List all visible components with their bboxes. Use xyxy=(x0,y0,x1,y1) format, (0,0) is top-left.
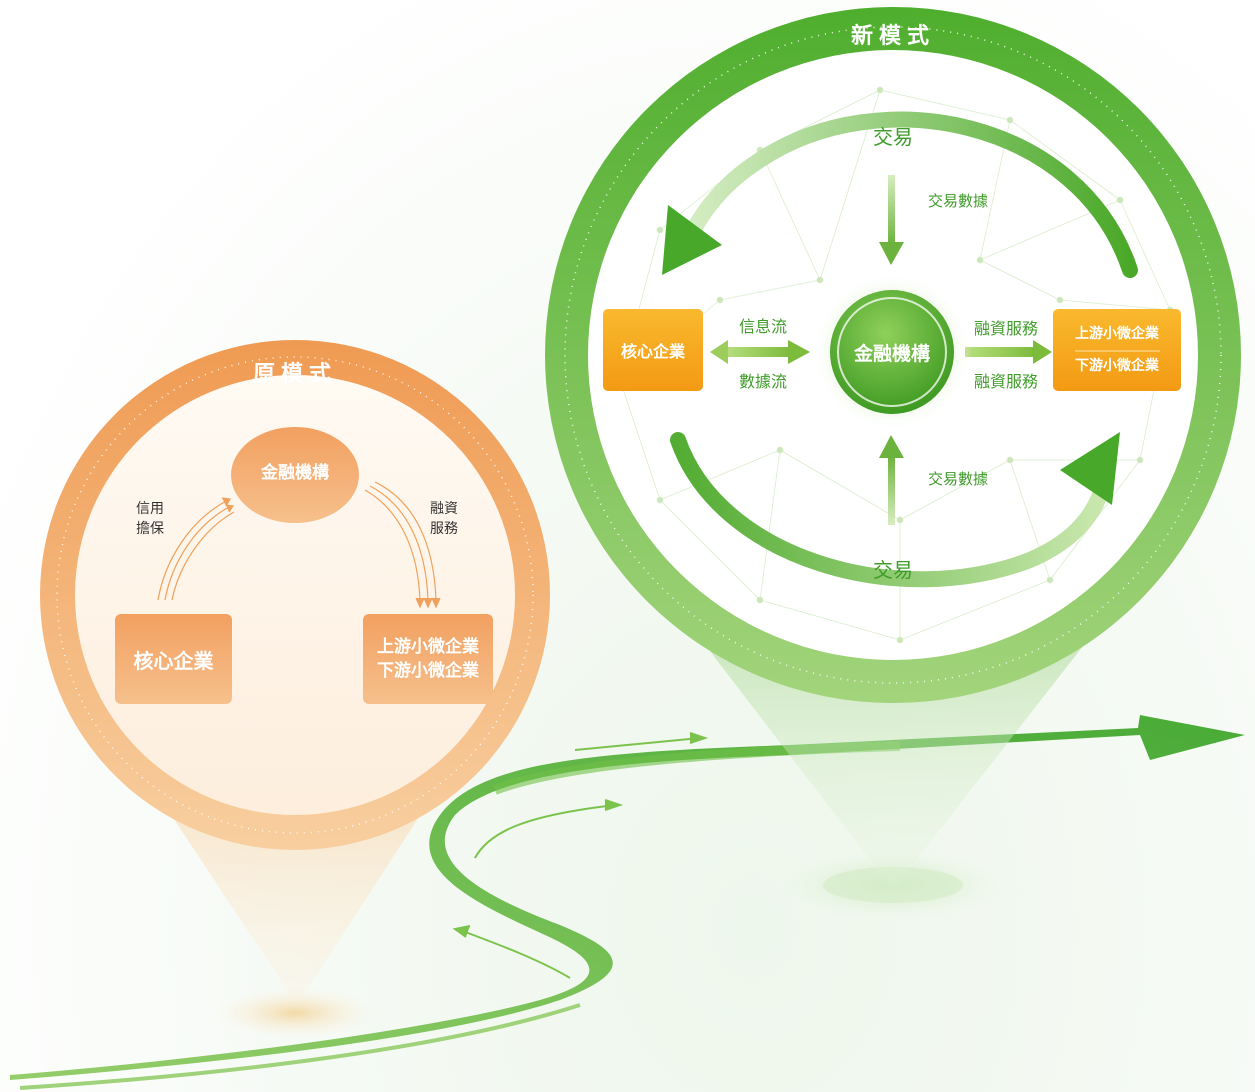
old-finance-label: 融資 服務 xyxy=(414,496,474,542)
new-core-box-shape xyxy=(603,309,703,391)
old-pin-shadow xyxy=(215,988,375,1038)
trade-bottom-label: 交易 xyxy=(873,557,913,582)
new-ring-dots xyxy=(564,26,1222,684)
arrow-info-data-flow xyxy=(710,340,810,364)
cycle-arrow-bottom xyxy=(670,432,1120,588)
new-sme-box-shape xyxy=(1053,309,1181,391)
old-core-box-shape xyxy=(115,614,232,704)
data-flow-label: 數據流 xyxy=(738,372,787,391)
old-finance-line2: 服務 xyxy=(430,521,458,537)
trade-data-bottom-label: 交易數據 xyxy=(927,469,988,488)
old-credit-arrows xyxy=(157,497,235,601)
cycle-arrow-top xyxy=(662,111,1138,278)
old-core-box: 核心企業 xyxy=(133,648,214,673)
arrow-trade-data-bottom xyxy=(879,435,904,525)
old-credit-line1: 信用 xyxy=(136,501,164,517)
old-center-node-shape xyxy=(231,427,359,523)
road-arrows xyxy=(452,732,709,979)
arrow-finance-service xyxy=(965,340,1052,364)
old-sme-box-shape xyxy=(363,614,493,704)
old-center-node: 金融機構 xyxy=(261,462,329,483)
old-finance-arrows xyxy=(364,481,441,609)
new-sme-upstream: 上游小微企業 xyxy=(1075,326,1159,342)
info-flow-label: 信息流 xyxy=(738,317,787,336)
new-model-title: 新模式 xyxy=(850,24,935,49)
new-sme-downstream: 下游小微企業 xyxy=(1075,358,1159,374)
new-sme-box: 上游小微企業 下游小微企業 xyxy=(1053,309,1181,391)
arrow-trade-data-top xyxy=(879,175,904,265)
old-sme-downstream: 下游小微企業 xyxy=(377,661,479,681)
old-credit-label: 信用 擔保 xyxy=(120,496,180,542)
old-sme-upstream: 上游小微企業 xyxy=(377,637,479,657)
old-ring-dots xyxy=(56,356,534,834)
trade-top-label: 交易 xyxy=(873,124,913,149)
old-pin-inner xyxy=(75,375,515,815)
old-model-title: 原模式 xyxy=(252,362,337,387)
old-sme-box: 上游小微企業 下游小微企業 xyxy=(363,614,493,704)
trade-data-top-label: 交易數據 xyxy=(927,191,988,210)
finance-service-bottom-label: 融資服務 xyxy=(973,372,1038,391)
finance-service-top-label: 融資服務 xyxy=(973,319,1038,338)
new-core-box: 核心企業 xyxy=(620,342,685,361)
old-credit-line2: 擔保 xyxy=(136,521,164,537)
old-finance-line1: 融資 xyxy=(430,501,458,517)
new-center-node: 金融機構 xyxy=(853,342,930,365)
center-ball xyxy=(830,290,954,414)
